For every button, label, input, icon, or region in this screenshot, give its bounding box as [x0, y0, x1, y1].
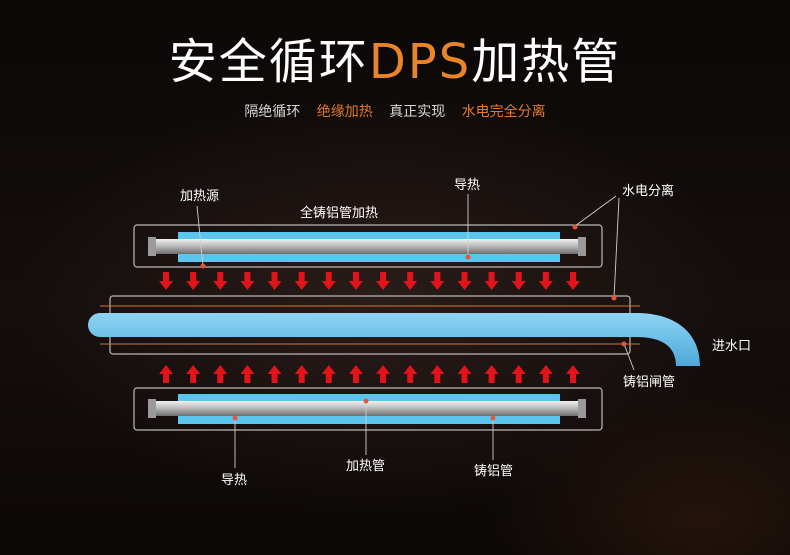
bottom-heating-assembly — [133, 387, 603, 431]
arrow-up-7 — [321, 365, 336, 383]
water-pipe — [88, 313, 700, 366]
subtitle-item-2: 绝缘加热 — [316, 104, 373, 120]
arrow-down-4 — [240, 272, 255, 290]
subtitle-item-3: 真正实现 — [389, 104, 446, 120]
subtitle: 隔绝循环 绝缘加热 真正实现 水电完全分离 — [0, 101, 790, 121]
arrow-down-1 — [159, 272, 173, 290]
arrow-up-3 — [213, 365, 228, 383]
arrow-up-16 — [566, 365, 580, 383]
leader-lines — [196, 194, 635, 468]
dot-conduct-top — [465, 254, 471, 260]
arrow-down-2 — [186, 272, 201, 290]
dot-aluminum-tube — [490, 415, 496, 421]
arrow-up-8 — [348, 365, 363, 383]
bottom-rod-cap-left — [148, 399, 156, 418]
arrow-down-11 — [430, 272, 445, 290]
title-main: 安全循环 — [168, 34, 369, 90]
top-steel-rod — [152, 239, 586, 254]
arrow-up-11 — [430, 365, 445, 383]
dot-gate-tube — [621, 341, 627, 347]
top-frame — [133, 224, 603, 268]
arrow-up-12 — [457, 365, 472, 383]
arrow-up-6 — [294, 365, 309, 383]
label-water-electric-separation: 水电分离 — [622, 183, 674, 199]
arrow-up-2 — [186, 365, 201, 383]
marker-dots — [200, 224, 627, 421]
arrow-down-6 — [294, 272, 309, 290]
arrow-down-14 — [511, 272, 526, 290]
arrow-down-15 — [538, 272, 553, 290]
dot-conduct-bottom — [232, 415, 238, 421]
label-water-inlet: 进水口 — [712, 339, 751, 354]
arrow-down-9 — [376, 272, 391, 290]
title-tail: 加热管 — [471, 34, 622, 90]
arrow-down-8 — [348, 272, 363, 290]
arrow-up-14 — [511, 365, 526, 383]
arrow-up-4 — [240, 365, 255, 383]
arrow-down-13 — [484, 272, 499, 290]
leader-heat-source — [196, 205, 204, 267]
subtitle-item-1: 隔绝循环 — [244, 104, 301, 120]
arrow-up-15 — [538, 365, 553, 383]
leader-separation-1 — [574, 195, 617, 227]
top-rod-cap-right — [578, 237, 586, 256]
label-heat-source: 加热源 — [180, 189, 219, 204]
heat-arrows-up — [159, 365, 580, 383]
dot-separation-top — [572, 224, 578, 230]
arrow-up-13 — [484, 365, 499, 383]
page-title: 安全循环DPS加热管 — [0, 22, 790, 92]
label-cast-aluminum-heating: 全铸铝管加热 — [300, 205, 378, 221]
subtitle-item-4: 水电完全分离 — [461, 104, 546, 120]
arrow-up-5 — [267, 365, 282, 383]
arrow-down-5 — [267, 272, 282, 290]
bottom-steel-rod — [152, 401, 586, 416]
label-conduct-bottom: 导热 — [221, 473, 247, 488]
top-rod-cap-left — [148, 237, 156, 256]
label-cast-aluminum-tube: 铸铝管 — [474, 463, 513, 479]
label-heating-tube: 加热管 — [346, 459, 385, 474]
arrow-down-12 — [457, 272, 472, 290]
dot-separation-mid — [611, 295, 617, 301]
arrow-down-7 — [321, 272, 336, 290]
arrow-down-3 — [213, 272, 228, 290]
arrow-up-10 — [403, 365, 418, 383]
arrow-up-9 — [376, 365, 391, 383]
water-tube-assembly — [88, 295, 700, 366]
dot-heat-source — [200, 263, 206, 269]
arrow-down-10 — [403, 272, 418, 290]
arrow-up-1 — [159, 365, 173, 383]
label-cast-aluminum-gate-tube: 铸铝闸管 — [623, 374, 675, 390]
bottom-rod-cap-right — [578, 399, 586, 418]
dot-heating-tube — [363, 398, 369, 404]
top-heating-assembly — [133, 224, 603, 268]
arrow-down-16 — [566, 272, 580, 290]
bottom-frame — [133, 387, 603, 431]
leader-gate-tube — [623, 343, 635, 371]
title-accent: DPS — [368, 34, 472, 90]
heat-arrows-down — [159, 272, 580, 290]
leader-separation-2 — [613, 197, 620, 299]
label-conduct-top: 导热 — [454, 178, 480, 193]
